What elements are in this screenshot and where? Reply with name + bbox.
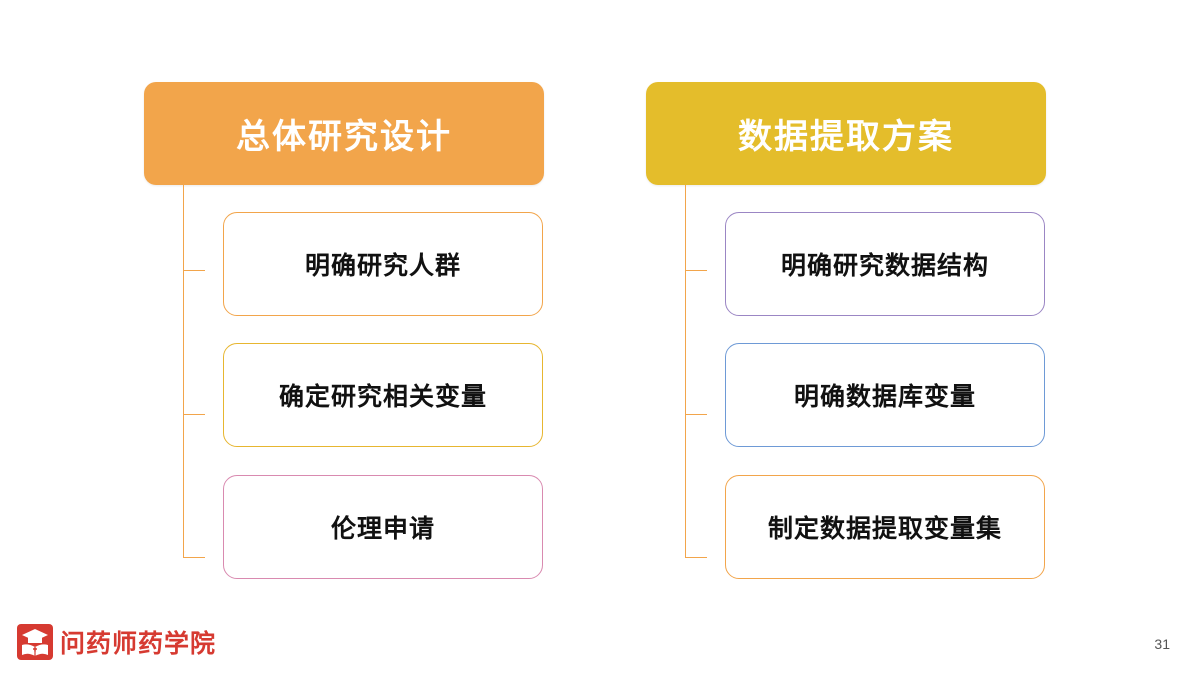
left-branch-2 xyxy=(183,414,205,415)
right-item-3: 制定数据提取变量集 xyxy=(725,475,1045,579)
graduation-cap-book-icon xyxy=(17,624,53,660)
right-branch-3 xyxy=(685,557,707,558)
left-item-2: 确定研究相关变量 xyxy=(223,343,543,447)
left-group-header: 总体研究设计 xyxy=(144,82,544,185)
left-item-1: 明确研究人群 xyxy=(223,212,543,316)
right-item-2: 明确数据库变量 xyxy=(725,343,1045,447)
right-connector-line xyxy=(685,185,686,558)
right-item-1: 明确研究数据结构 xyxy=(725,212,1045,316)
left-branch-3 xyxy=(183,557,205,558)
brand-logo: 问药师药学院 xyxy=(16,622,216,662)
left-item-3: 伦理申请 xyxy=(223,475,543,579)
page-number: 31 xyxy=(1154,636,1170,652)
right-branch-1 xyxy=(685,270,707,271)
left-connector-line xyxy=(183,185,184,558)
left-branch-1 xyxy=(183,270,205,271)
brand-name: 问药师药学院 xyxy=(60,629,217,658)
right-branch-2 xyxy=(685,414,707,415)
right-group-header: 数据提取方案 xyxy=(646,82,1046,185)
